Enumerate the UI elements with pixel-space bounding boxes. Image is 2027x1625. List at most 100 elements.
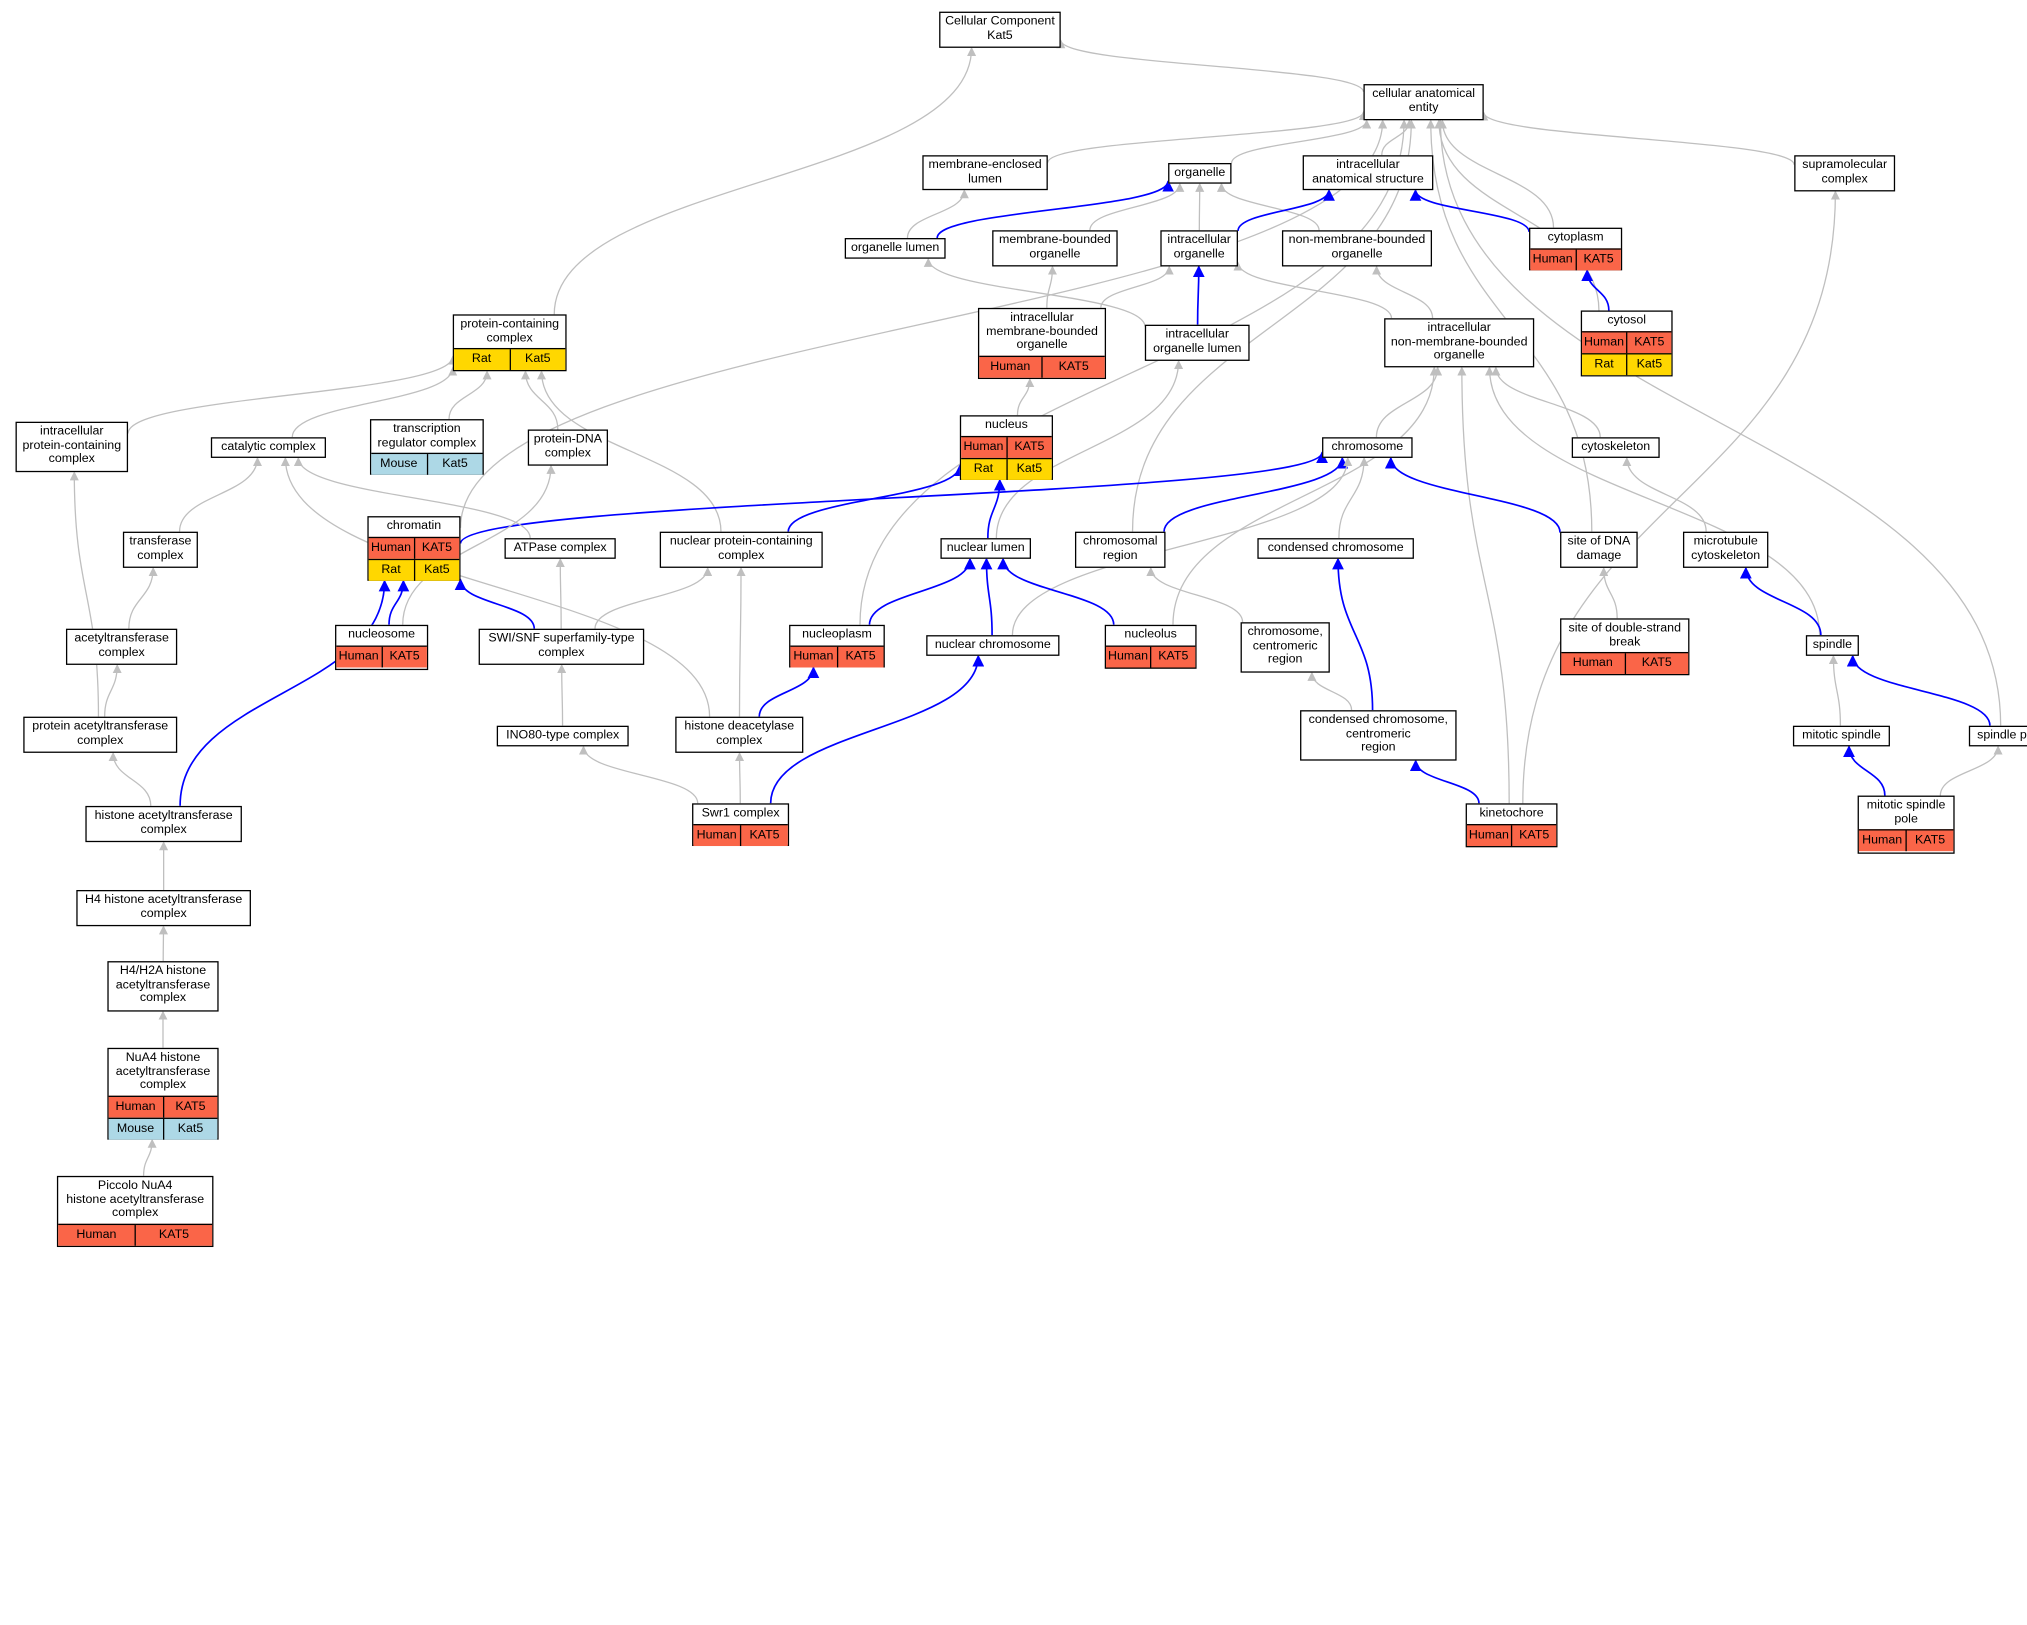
edge-transferase-complex-to-catalytic-complex [180, 458, 258, 532]
species-label: Human [1530, 249, 1575, 270]
node-condensed-chromosome[interactable]: condensed chromosome [1257, 538, 1414, 559]
node-protein-dna-complex[interactable]: protein-DNA complex [528, 429, 608, 465]
node-organelle[interactable]: organelle [1168, 163, 1231, 184]
node-nuclear-lumen[interactable]: nuclear lumen [940, 538, 1031, 559]
species-label: Human [1859, 831, 1906, 852]
edge-histone-acetyltransferase-complex-to-protein-acetyltransferase-complex [113, 753, 151, 806]
node-catalytic-complex[interactable]: catalytic complex [211, 437, 326, 458]
node-label: microtubule cytoskeleton [1684, 533, 1767, 566]
node-label: Cellular Component Kat5 [940, 13, 1059, 46]
node-label: intracellular organelle [1162, 232, 1237, 265]
node-histone-deacetylase-complex[interactable]: histone deacetylase complex [675, 717, 803, 753]
node-label: chromatin [369, 517, 460, 536]
node-label: cellular anatomical entity [1365, 85, 1483, 118]
edge-kinetochore-to-supramolecular-complex [1523, 191, 1836, 803]
edge-histone-deacetylase-complex-to-nucleoplasm [759, 667, 813, 716]
node-label: condensed chromosome [1259, 539, 1413, 558]
node-intracellular-non-membrane-bounded-organelle[interactable]: intracellular non-membrane-bounded organ… [1384, 318, 1534, 367]
node-spindle[interactable]: spindle [1806, 635, 1859, 656]
node-chromosome[interactable]: chromosome [1322, 437, 1413, 458]
node-chromosomal-region[interactable]: chromosomal region [1075, 532, 1166, 568]
node-label: cytoplasm [1530, 229, 1621, 248]
node-nuclear-chromosome[interactable]: nuclear chromosome [926, 635, 1059, 656]
node-label: acetyltransferase complex [67, 630, 176, 663]
edge-intracellular-organelle-to-intracellular-anatomical-structure [1238, 190, 1329, 231]
node-cytoskeleton[interactable]: cytoskeleton [1572, 437, 1660, 458]
node-atpase-complex[interactable]: ATPase complex [505, 538, 616, 559]
node-intracellular-organelle[interactable]: intracellular organelle [1160, 230, 1238, 266]
species-label: Mouse [371, 454, 426, 475]
species-label: Mouse [109, 1119, 163, 1140]
node-site-of-dna-damage[interactable]: site of DNA damage [1560, 532, 1638, 568]
gene-label: KAT5 [1041, 357, 1104, 378]
node-chromosome-centromeric-region[interactable]: chromosome, centromeric region [1241, 622, 1330, 672]
node-label: protein acetyltransferase complex [25, 718, 176, 751]
node-cellular-component[interactable]: Cellular Component Kat5 [939, 12, 1061, 48]
node-label: chromosome [1323, 439, 1411, 458]
node-label: kinetochore [1467, 805, 1556, 824]
edge-intracellular-organelle-lumen-to-intracellular-organelle [1198, 266, 1199, 324]
node-histone-acetyltransferase-complex[interactable]: histone acetyltransferase complex [85, 806, 242, 842]
edge-nucleosome-to-chromatin [389, 581, 403, 625]
node-ino80-type-complex[interactable]: INO80-type complex [497, 726, 629, 747]
node-nuclear-protein-containing-complex[interactable]: nuclear protein-containing complex [660, 532, 823, 568]
edge-nuclear-chromosome-to-nuclear-lumen [986, 559, 992, 635]
gene-label: Kat5 [509, 350, 565, 371]
node-intracellular-anatomical-structure[interactable]: intracellular anatomical structure [1303, 155, 1434, 190]
species-label: Human [961, 437, 1006, 458]
node-cellular-anatomical-entity[interactable]: cellular anatomical entity [1363, 84, 1483, 120]
gene-label: KAT5 [1511, 825, 1556, 846]
node-swi-snf-complex[interactable]: SWI/SNF superfamily-type complex [479, 629, 645, 665]
node-protein-acetyltransferase-complex[interactable]: protein acetyltransferase complex [23, 717, 177, 753]
node-intracellular-membrane-bounded-organelle[interactable]: intracellular membrane-bounded organelle… [978, 308, 1106, 379]
gene-label: Kat5 [413, 560, 459, 581]
node-membrane-bounded-organelle[interactable]: membrane-bounded organelle [992, 230, 1117, 266]
node-organelle-lumen[interactable]: organelle lumen [845, 238, 946, 259]
node-h4-histone-acetyltransferase-complex[interactable]: H4 histone acetyltransferase complex [76, 890, 251, 926]
node-intracellular-organelle-lumen[interactable]: intracellular organelle lumen [1145, 325, 1250, 361]
node-non-membrane-bounded-organelle[interactable]: non-membrane-bounded organelle [1282, 230, 1432, 266]
node-label: intracellular non-membrane-bounded organ… [1385, 320, 1532, 366]
gene-label: KAT5 [836, 646, 883, 667]
node-h4-h2a-histone-acetyltransferase-complex[interactable]: H4/H2A histone acetyltransferase complex [107, 961, 218, 1011]
edge-protein-acetyltransferase-complex-to-intracellular-protein-containing-complex [74, 472, 98, 716]
node-label: NuA4 histone acetyltransferase complex [109, 1049, 218, 1095]
node-spindle-pole[interactable]: spindle pole [1969, 726, 2027, 747]
node-label: nucleosome [336, 626, 427, 645]
node-microtubule-cytoskeleton[interactable]: microtubule cytoskeleton [1683, 532, 1768, 568]
gene-label: KAT5 [1624, 654, 1688, 675]
node-transferase-complex[interactable]: transferase complex [123, 532, 198, 568]
node-label: SWI/SNF superfamily-type complex [480, 630, 643, 663]
edge-intracellular-membrane-bounded-organelle-to-intracellular-organelle [1101, 266, 1169, 307]
node-label: site of DNA damage [1561, 533, 1636, 566]
node-intracellular-protein-containing-complex[interactable]: intracellular protein-containing complex [16, 422, 129, 472]
node-mitotic-spindle[interactable]: mitotic spindle [1793, 726, 1890, 747]
node-label: spindle pole [1970, 727, 2027, 746]
node-label: condensed chromosome, centromeric region [1301, 711, 1455, 757]
species-label: Human [1582, 332, 1626, 353]
node-label: supramolecular complex [1796, 157, 1894, 190]
edge-mitotic-spindle-pole-to-spindle-pole [1940, 746, 1998, 795]
node-piccolo-nua4-complex[interactable]: Piccolo NuA4 histone acetyltransferase c… [57, 1176, 214, 1247]
node-supramolecular-complex[interactable]: supramolecular complex [1794, 155, 1895, 191]
node-acetyltransferase-complex[interactable]: acetyltransferase complex [66, 629, 177, 665]
node-condensed-chromosome-centromeric-region[interactable]: condensed chromosome, centromeric region [1300, 710, 1457, 760]
node-membrane-enclosed-lumen[interactable]: membrane-enclosed lumen [922, 155, 1047, 190]
